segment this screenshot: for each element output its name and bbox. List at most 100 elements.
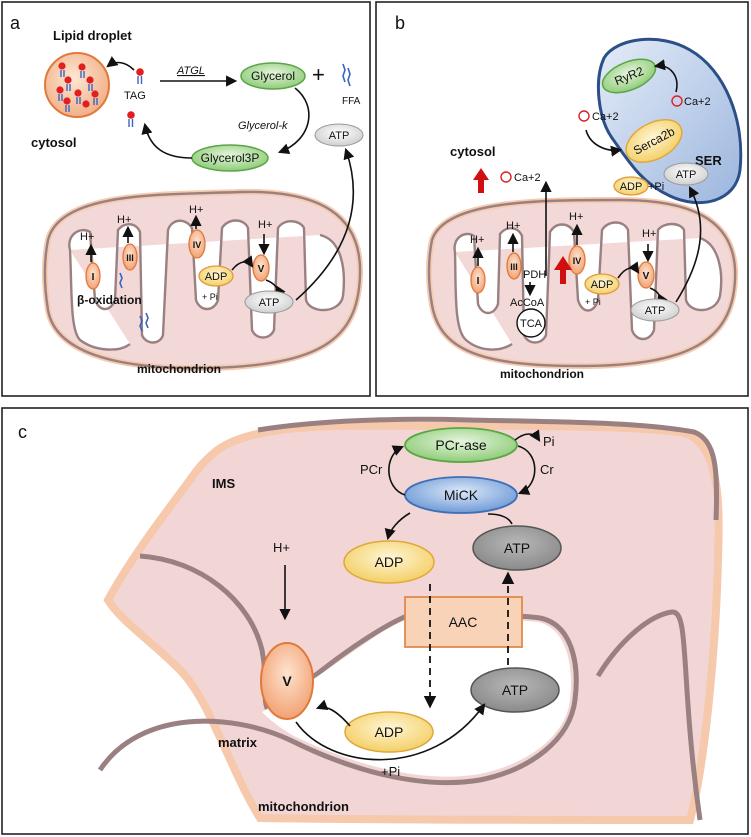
atp-node-cytosol	[314, 123, 364, 147]
atp-label-ims: ATP	[504, 540, 530, 556]
glycerol-label: Glycerol	[251, 69, 295, 83]
complex-V-a: V	[252, 254, 270, 282]
adp-label-matrix: ADP	[375, 724, 404, 740]
adp-node-ims	[343, 540, 435, 584]
serca2b-node	[625, 119, 683, 163]
arrow-mick-adp	[384, 512, 411, 541]
ser-label: SER	[695, 153, 722, 168]
mitochondrion-label-c: mitochondrion	[258, 799, 349, 814]
hplus-label-c: H+	[273, 540, 290, 555]
complex-V-c	[260, 642, 314, 720]
svg-text:III: III	[510, 262, 518, 272]
atp-label-mito-a: ATP	[259, 297, 280, 309]
panel-a: a Lipid droplet	[1, 1, 371, 397]
complex-V-b: V	[637, 261, 655, 289]
hplus-label: H+	[470, 234, 484, 246]
arrow-adp-to-v	[315, 699, 351, 727]
increase-arrow-icon	[554, 256, 572, 284]
complex-IV-a: IV	[188, 229, 206, 259]
hplus-label: H+	[569, 211, 583, 223]
panel-c-border	[1, 407, 749, 835]
hplus-label: H+	[258, 219, 272, 231]
outer-membrane	[257, 416, 720, 521]
hplus-label: H+	[642, 228, 656, 240]
accoa-label: AcCoA	[510, 297, 545, 309]
arrow-cr-to-mick	[517, 445, 536, 495]
pdh-label: PDH	[523, 269, 546, 281]
arrow-atp-mick	[487, 513, 513, 525]
pi-label-b-top: +Pi	[648, 181, 664, 193]
aac-label: AAC	[449, 614, 478, 630]
arrow-v-to-atp	[295, 703, 486, 761]
adp-node-matrix	[344, 711, 434, 753]
cytosol-label-b: cytosol	[450, 144, 496, 159]
adp-label-b-mito: ADP	[591, 279, 614, 291]
adp-label-b-top: ADP	[620, 181, 643, 193]
lipid-droplet	[44, 52, 110, 118]
complex-III-b: III	[506, 252, 522, 280]
atp-node-b-mito	[630, 298, 680, 322]
inner-membrane-right	[595, 609, 703, 821]
pi-label-top: Pi	[543, 434, 555, 449]
pcr-label: PCr	[360, 462, 383, 477]
glycerol-kinase-arrow	[277, 87, 310, 155]
hplus-label: H+	[189, 204, 203, 216]
increase-arrow-icon	[473, 168, 489, 193]
ffa-matrix-icon	[119, 272, 149, 332]
ca-ion-icon	[578, 110, 590, 122]
complex-I-a: I	[85, 262, 101, 290]
complex-III-a: III	[122, 243, 138, 271]
ca-left-label: Ca+2	[592, 111, 619, 123]
pi-label-a: + Pi	[202, 292, 218, 302]
atp-label-b-mito: ATP	[645, 305, 666, 317]
pcr-ase-node	[404, 427, 518, 463]
atp-node-matrix	[470, 667, 560, 713]
svg-text:I: I	[92, 272, 95, 283]
tag-molecule-icon	[127, 111, 135, 127]
ca-up-label: Ca+2	[514, 172, 541, 184]
panel-b-letter: b	[395, 13, 405, 33]
adp-label-a: ADP	[205, 271, 228, 283]
adp-node-b-mito	[584, 273, 620, 295]
arrow-pcr-to-pcrase	[388, 445, 406, 496]
svg-text:V: V	[643, 271, 650, 282]
ca-ion-icon	[671, 95, 683, 107]
arrow-atp-export	[295, 147, 355, 301]
atp-label-b-top: ATP	[676, 169, 697, 181]
hplus-label: H+	[117, 214, 131, 226]
tag-label: TAG	[124, 90, 146, 102]
panel-a-border	[1, 1, 371, 397]
cytosol-label-a: cytosol	[31, 135, 77, 150]
panel-c: c IMS PCr-ase MiCK PCr Cr Pi H+ ADP ATP	[1, 407, 749, 835]
arrow-adp-v-b	[617, 261, 640, 279]
glycerol3p-label: Glycerol3P	[201, 151, 260, 165]
ffa-icon	[342, 63, 351, 87]
svg-text:V: V	[258, 264, 265, 275]
ca-ion-icon	[500, 171, 512, 183]
mitochondrion-label-b: mitochondrion	[500, 367, 584, 381]
matrix-region	[262, 611, 571, 777]
atgl-label: ATGL	[176, 65, 205, 77]
cr-label: Cr	[540, 462, 554, 477]
ca-right-label: Ca+2	[684, 96, 711, 108]
plus-sign: +	[312, 62, 325, 87]
lipid-droplet-label: Lipid droplet	[53, 28, 132, 43]
svg-text:IV: IV	[193, 240, 202, 250]
panel-b-border	[375, 1, 749, 397]
beta-oxidation-label: β-oxidation	[77, 293, 142, 307]
arrow-adp-v	[231, 255, 254, 271]
panel-b: b SER RyR2 Serca2b Ca+2 Ca+2 ADP +Pi ATP…	[375, 1, 749, 397]
aac-transporter	[404, 596, 523, 648]
svg-text:IV: IV	[573, 256, 582, 266]
arrow-atp-to-serca	[675, 186, 702, 303]
adp-label-ims: ADP	[375, 554, 404, 570]
pi-label-bottom: +Pi	[381, 764, 400, 779]
adp-node-a	[198, 265, 234, 287]
arrow-glycerol3p-droplet	[141, 122, 193, 159]
atp-node-mito-a	[244, 290, 294, 314]
atp-label-matrix: ATP	[502, 682, 528, 698]
atp-node-ims	[472, 525, 562, 571]
pi-label-b-mito: + Pi	[585, 297, 601, 307]
svg-text:III: III	[126, 253, 134, 263]
